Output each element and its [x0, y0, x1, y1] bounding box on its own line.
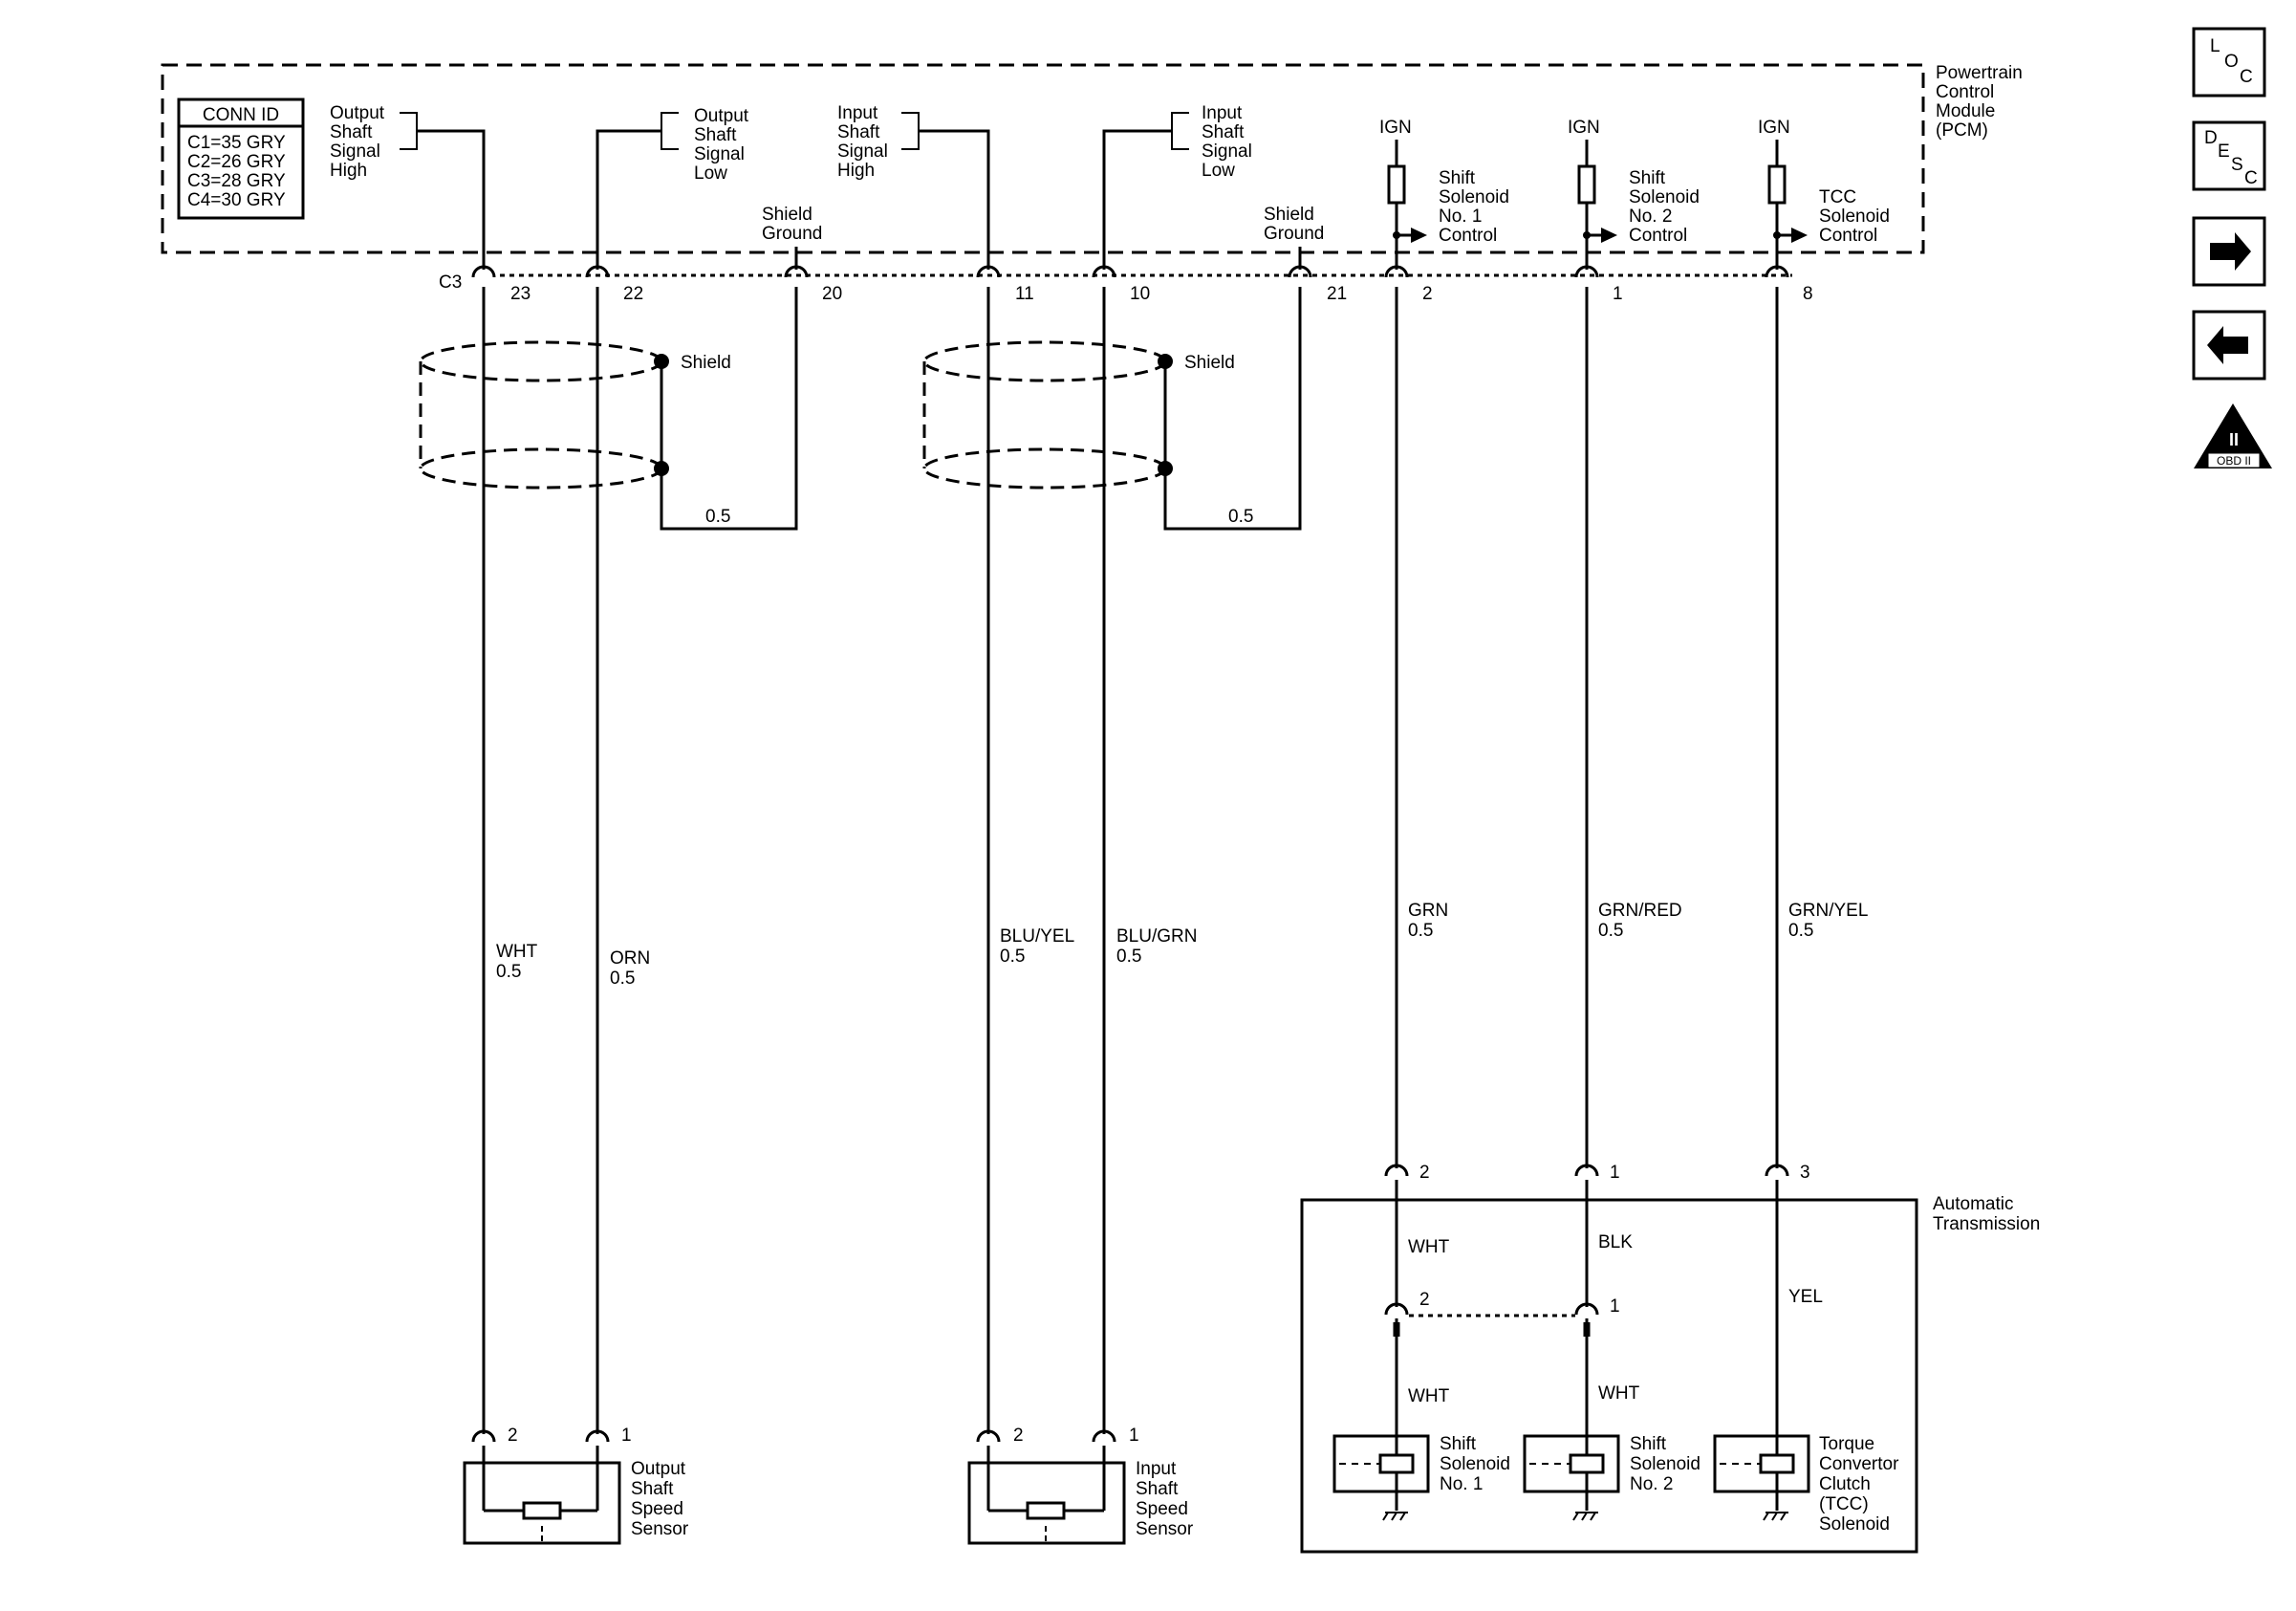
svg-text:0.5: 0.5	[705, 507, 730, 527]
svg-text:1: 1	[1610, 1163, 1620, 1183]
svg-text:2: 2	[508, 1426, 518, 1446]
svg-text:L: L	[2210, 36, 2220, 56]
conn-id-table: CONN ID C1=35 GRY C2=26 GRY C3=28 GRY C4…	[177, 98, 305, 220]
pcm-title: Powertrain Control Module (PCM)	[1936, 63, 2027, 141]
desc-button[interactable]: D E S C	[2192, 120, 2266, 191]
svg-text:C2=26 GRY: C2=26 GRY	[187, 152, 286, 172]
shift-solenoid-2	[1523, 1434, 1620, 1521]
obd-triangle-icon	[2194, 403, 2272, 468]
svg-text:C: C	[2244, 168, 2258, 188]
svg-text:1: 1	[621, 1426, 632, 1446]
pcm-terminals	[471, 265, 1789, 278]
svg-text:IGN: IGN	[1758, 118, 1790, 138]
svg-text:2: 2	[1013, 1426, 1024, 1446]
pcm-boundary	[161, 63, 1925, 254]
svg-text:C1=35 GRY: C1=35 GRY	[187, 133, 286, 153]
shift-solenoid-1	[1332, 1434, 1430, 1521]
svg-text:OBD II: OBD II	[2217, 454, 2251, 468]
svg-text:C: C	[2240, 67, 2253, 87]
pcm-pin-labels: 23 22 20 11 10 21 2 1 8	[510, 284, 1813, 304]
svg-text:IGN: IGN	[1379, 118, 1412, 138]
svg-text:CONN ID: CONN ID	[203, 105, 279, 125]
svg-text:2: 2	[1419, 1163, 1430, 1183]
svg-text:Shield: Shield	[681, 353, 731, 373]
svg-text:Shield: Shield	[1184, 353, 1235, 373]
svg-text:C3: C3	[439, 272, 462, 293]
svg-text:O: O	[2224, 52, 2239, 72]
shield-output: Shield 0.5	[419, 340, 731, 527]
svg-text:IGN: IGN	[1568, 118, 1600, 138]
svg-text:1: 1	[1610, 1296, 1620, 1317]
forward-arrow-button[interactable]	[2192, 216, 2266, 287]
arrow-left-icon	[2207, 326, 2248, 364]
svg-text:YEL: YEL	[1788, 1287, 1823, 1307]
ign-driver-1: IGN	[1379, 118, 1427, 270]
arrow-right-icon	[2210, 232, 2251, 271]
svg-text:WHT: WHT	[1408, 1386, 1450, 1406]
svg-text:S: S	[2231, 155, 2243, 175]
svg-text:2: 2	[1419, 1290, 1430, 1310]
svg-text:3: 3	[1800, 1163, 1810, 1183]
svg-text:D: D	[2204, 128, 2218, 148]
svg-text:II: II	[2229, 430, 2239, 449]
svg-text:0.5: 0.5	[1228, 507, 1253, 527]
svg-text:C3=28 GRY: C3=28 GRY	[187, 171, 286, 191]
svg-text:WHT: WHT	[1408, 1237, 1450, 1257]
ign-driver-3: IGN	[1758, 118, 1808, 270]
tcc-solenoid	[1713, 1434, 1810, 1521]
shield-input: Shield 0.5	[922, 340, 1253, 527]
connector-c3: C3	[439, 272, 1792, 293]
svg-text:C4=30 GRY: C4=30 GRY	[187, 190, 286, 210]
obd-ii-button[interactable]: II OBD II	[2194, 403, 2272, 468]
ign-driver-2: IGN	[1568, 118, 1617, 270]
svg-text:WHT: WHT	[1598, 1383, 1640, 1404]
back-arrow-button[interactable]	[2192, 310, 2266, 381]
loc-button[interactable]: L O C	[2192, 27, 2266, 98]
svg-text:BLK: BLK	[1598, 1232, 1633, 1252]
svg-text:1: 1	[1129, 1426, 1139, 1446]
svg-text:E: E	[2218, 142, 2230, 162]
